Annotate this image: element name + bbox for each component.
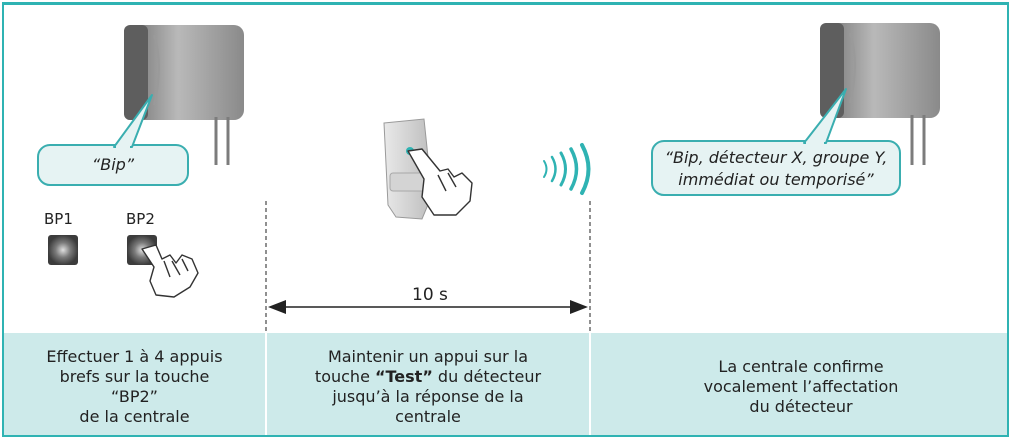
bp2-label: BP2 — [126, 210, 155, 228]
duration-arrow-icon — [268, 300, 588, 314]
step1-line2: brefs sur la touche — [59, 366, 210, 386]
step2-line3: jusqu’à la réponse de la — [332, 386, 524, 406]
step3-line3: du détecteur — [749, 396, 853, 416]
step2-line2-pre: touche — [314, 366, 375, 386]
bubble-right-line1: “Bip, détecteur X, groupe Y, — [664, 148, 888, 167]
radio-waves-icon — [543, 143, 591, 195]
step-panel-3: La centrale confirme vocalement l’affect… — [591, 333, 1007, 435]
step1-line1: Effectuer 1 à 4 appuis — [46, 346, 223, 366]
hand-test-icon — [407, 148, 473, 216]
step1-line4: de la centrale — [79, 406, 190, 426]
duration-label: 10 s — [412, 285, 448, 305]
step-panel-2: Maintenir un appui sur la touche “Test” … — [267, 333, 589, 435]
hand-bp2-icon — [141, 244, 199, 298]
step2-line2-post: du détecteur — [432, 366, 542, 386]
bubble-right-line2: immédiat ou temporisé” — [678, 170, 874, 189]
step2-test-keyword: “Test” — [375, 366, 433, 386]
central-unit-right-icon — [820, 23, 940, 165]
step3-line1: La centrale confirme — [718, 356, 884, 376]
step1-line3: “BP2” — [111, 386, 158, 406]
step2-line4: centrale — [395, 406, 461, 426]
bp1-button-icon — [48, 235, 78, 265]
step-panel-1: Effectuer 1 à 4 appuis brefs sur la touc… — [4, 333, 265, 435]
speech-bubble-left — [37, 94, 189, 186]
step2-line1: Maintenir un appui sur la — [327, 346, 529, 366]
step3-line2: vocalement l’affectation — [703, 376, 899, 396]
step2-line2: touche “Test” du détecteur — [315, 367, 541, 387]
diagram-artwork — [37, 23, 940, 435]
speech-bubble-right — [651, 88, 901, 196]
bubble-left-text: “Bip” — [91, 155, 135, 174]
central-unit-left-icon — [124, 25, 244, 165]
bp1-label: BP1 — [44, 210, 73, 228]
